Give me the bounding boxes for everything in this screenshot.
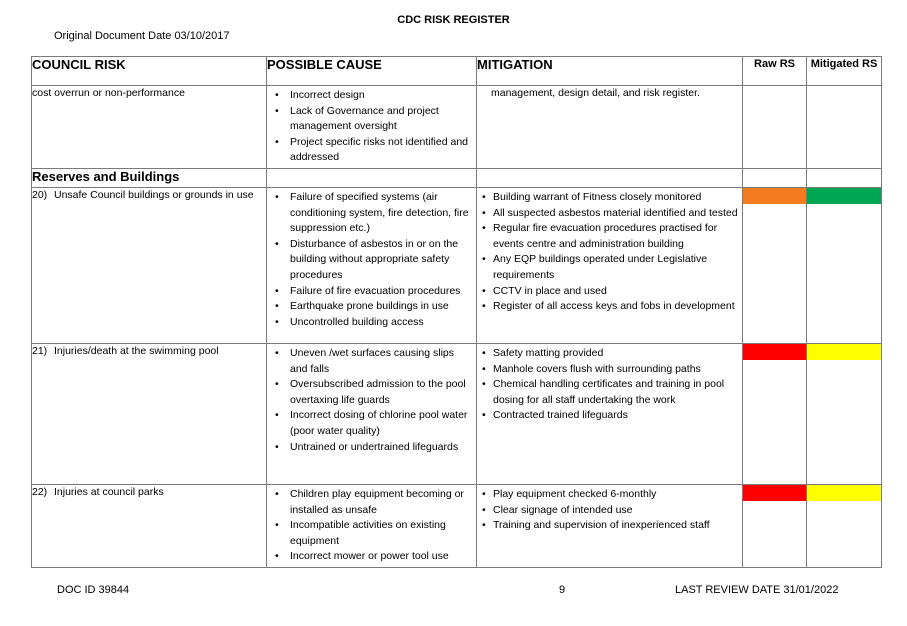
list-item: CCTV in place and used [477, 284, 738, 300]
list-item: Oversubscribed admission to the pool ove… [267, 377, 472, 408]
cause-list: Children play equipment becoming or inst… [267, 487, 476, 565]
risk-cell: 21) Injuries/death at the swimming pool [31, 342, 267, 485]
document-title: CDC RISK REGISTER [397, 14, 510, 26]
cause-cell: Incorrect design Lack of Governance and … [266, 85, 477, 169]
list-item: Lack of Governance and project managemen… [267, 104, 472, 135]
table-row-continued: cost overrun or non-performance Incorrec… [31, 85, 882, 169]
mitigated-rs-cell [806, 483, 882, 568]
risk-cell: cost overrun or non-performance [31, 85, 267, 169]
cause-list: Uneven /wet surfaces causing slips and f… [267, 346, 476, 455]
mitigation-cell: management, design detail, and risk regi… [476, 85, 743, 169]
mitigation-list: Safety matting provided Manhole covers f… [477, 346, 742, 424]
list-item: Incorrect design [267, 88, 472, 104]
list-item: Safety matting provided [477, 346, 738, 362]
risk-cell: 20) Unsafe Council buildings or grounds … [31, 186, 267, 344]
raw-rs-swatch [743, 187, 806, 204]
list-item: Incorrect dosing of chlorine pool water … [267, 408, 472, 439]
risk-cell: 22) Injuries at council parks [31, 483, 267, 568]
empty-cell [742, 167, 807, 188]
raw-rs-cell [742, 85, 807, 169]
section-row: Reserves and Buildings [31, 167, 882, 188]
mitigation-list: Play equipment checked 6-monthly Clear s… [477, 487, 742, 534]
mitigated-rs-cell [806, 342, 882, 485]
cause-list: Failure of specified systems (air condit… [267, 190, 476, 330]
footer-page-number: 9 [559, 584, 566, 596]
list-item: Untrained or undertrained lifeguards [267, 440, 472, 456]
mitigation-text: management, design detail, and risk regi… [491, 87, 700, 99]
cause-list: Incorrect design Lack of Governance and … [267, 88, 476, 166]
mitigation-list: Building warrant of Fitness closely moni… [477, 190, 742, 315]
empty-cell [266, 167, 477, 188]
list-item: Incompatible activities on existing equi… [267, 518, 472, 549]
footer-review-date: LAST REVIEW DATE 31/01/2022 [675, 584, 839, 596]
list-item: Failure of fire evacuation procedures [267, 284, 472, 300]
list-item: Any EQP buildings operated under Legisla… [477, 252, 738, 283]
column-header-mitigated-rs: Mitigated RS [806, 56, 882, 86]
list-item: Manhole covers flush with surrounding pa… [477, 362, 738, 378]
column-header-council-risk: COUNCIL RISK [31, 56, 267, 86]
mitigated-rs-swatch [807, 343, 881, 360]
cause-cell: Uneven /wet surfaces causing slips and f… [266, 342, 477, 485]
raw-rs-cell [742, 483, 807, 568]
mitigation-cell: Building warrant of Fitness closely moni… [476, 186, 743, 344]
section-title: Reserves and Buildings [31, 167, 267, 188]
table-row: 21) Injuries/death at the swimming pool … [31, 342, 882, 485]
empty-cell [806, 167, 882, 188]
raw-rs-cell [742, 186, 807, 344]
footer-doc-id: DOC ID 39844 [57, 584, 130, 596]
list-item: All suspected asbestos material identifi… [477, 206, 738, 222]
cause-cell: Children play equipment becoming or inst… [266, 483, 477, 568]
raw-rs-swatch [743, 484, 806, 501]
risk-number: 20) [32, 188, 48, 201]
column-header-raw-rs: Raw RS [742, 56, 807, 86]
risk-text: cost overrun or non-performance [32, 87, 185, 99]
list-item: Chemical handling certificates and train… [477, 377, 738, 408]
mitigated-rs-cell [806, 186, 882, 344]
raw-rs-swatch [743, 343, 806, 360]
list-item: Play equipment checked 6-monthly [477, 487, 738, 503]
list-item: Disturbance of asbestos in or on the bui… [267, 237, 472, 284]
column-header-possible-cause: POSSIBLE CAUSE [266, 56, 477, 86]
list-item: Children play equipment becoming or inst… [267, 487, 472, 518]
list-item: Regular fire evacuation procedures pract… [477, 221, 738, 252]
list-item: Project specific risks not identified an… [267, 135, 472, 166]
risk-text: Injuries at council parks [54, 485, 164, 498]
table-row: 20) Unsafe Council buildings or grounds … [31, 186, 882, 344]
mitigated-rs-swatch [807, 484, 881, 501]
risk-register-table: COUNCIL RISK POSSIBLE CAUSE MITIGATION R… [31, 56, 882, 568]
empty-cell [476, 167, 743, 188]
original-document-date: Original Document Date 03/10/2017 [54, 30, 230, 42]
list-item: Clear signage of intended use [477, 503, 738, 519]
raw-rs-cell [742, 342, 807, 485]
table-header-row: COUNCIL RISK POSSIBLE CAUSE MITIGATION R… [31, 56, 882, 86]
risk-number: 21) [32, 344, 48, 357]
list-item: Training and supervision of inexperience… [477, 518, 738, 534]
risk-text: Injuries/death at the swimming pool [54, 344, 219, 357]
list-item: Uneven /wet surfaces causing slips and f… [267, 346, 472, 377]
column-header-mitigation: MITIGATION [476, 56, 743, 86]
table-row: 22) Injuries at council parks Children p… [31, 483, 882, 568]
list-item: Building warrant of Fitness closely moni… [477, 190, 738, 206]
risk-number: 22) [32, 485, 48, 498]
list-item: Earthquake prone buildings in use [267, 299, 472, 315]
list-item: Register of all access keys and fobs in … [477, 299, 738, 315]
list-item: Uncontrolled building access [267, 315, 472, 331]
mitigation-cell: Safety matting provided Manhole covers f… [476, 342, 743, 485]
mitigation-cell: Play equipment checked 6-monthly Clear s… [476, 483, 743, 568]
cause-cell: Failure of specified systems (air condit… [266, 186, 477, 344]
mitigated-rs-cell [806, 85, 882, 169]
list-item: Contracted trained lifeguards [477, 408, 738, 424]
list-item: Incorrect mower or power tool use [267, 549, 472, 565]
risk-text: Unsafe Council buildings or grounds in u… [54, 188, 254, 201]
list-item: Failure of specified systems (air condit… [267, 190, 472, 237]
mitigated-rs-swatch [807, 187, 881, 204]
